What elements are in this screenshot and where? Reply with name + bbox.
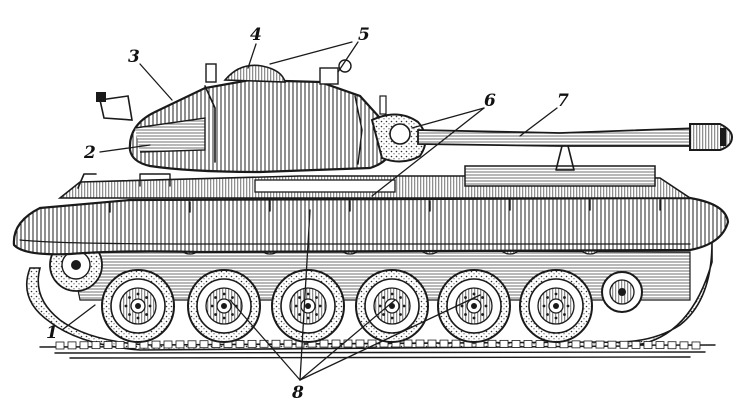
track-link [607, 340, 617, 349]
track-link [67, 341, 77, 350]
road-wheels [101, 269, 593, 343]
track-link [343, 339, 353, 348]
road-wheel [519, 269, 593, 343]
fender-brackets [109, 199, 661, 213]
track-link [691, 341, 701, 350]
callout-1: 1 [46, 323, 58, 343]
gun-barrel [417, 123, 734, 171]
callout-labels: 1 2 3 4 5 6 7 8 [46, 25, 569, 403]
track-link [355, 339, 365, 348]
callout-5: 5 [358, 25, 370, 45]
track-link [163, 340, 173, 349]
track-link [511, 340, 521, 348]
road-wheel [355, 269, 429, 343]
track-link [643, 341, 653, 349]
track-link [235, 340, 245, 348]
track-link [439, 339, 449, 348]
track-link [199, 340, 209, 349]
callout-3: 3 [128, 47, 140, 67]
callout-6: 6 [484, 91, 496, 111]
road-wheel [187, 269, 261, 343]
track-link [631, 340, 641, 349]
track-link [247, 339, 257, 348]
track-link [55, 341, 65, 350]
fender [12, 196, 730, 256]
track-link [499, 339, 509, 348]
track-link [331, 339, 341, 348]
track-link [655, 341, 665, 350]
turret [96, 59, 427, 174]
track-link [583, 340, 593, 349]
track-link [679, 341, 689, 350]
track-link [427, 339, 437, 348]
deck-box [464, 165, 656, 187]
idler-wheel [601, 271, 643, 313]
callout-7: 7 [557, 91, 569, 111]
track-link [619, 340, 629, 349]
track-link [115, 341, 125, 349]
road-wheel [101, 269, 175, 343]
track-link [487, 339, 497, 348]
callout-8: 8 [291, 383, 304, 403]
track-link [79, 341, 89, 350]
track-link [283, 339, 293, 348]
track-link [91, 341, 101, 350]
track-link [175, 340, 185, 349]
callout-2: 2 [83, 143, 96, 163]
track-link [667, 341, 677, 350]
callout-4: 4 [250, 25, 262, 45]
track-link [187, 340, 197, 349]
track-link [535, 340, 545, 348]
track-link [523, 340, 533, 348]
track-link [595, 340, 605, 349]
track-link [571, 340, 581, 349]
track-link [403, 339, 413, 348]
leader-lines [61, 41, 558, 381]
track-link [451, 339, 461, 348]
road-wheel [437, 269, 511, 343]
track-link [271, 339, 281, 348]
track-link [415, 339, 425, 348]
track-link [151, 340, 161, 349]
track-link [319, 339, 329, 348]
track-link [103, 341, 113, 349]
road-wheel [271, 269, 345, 343]
